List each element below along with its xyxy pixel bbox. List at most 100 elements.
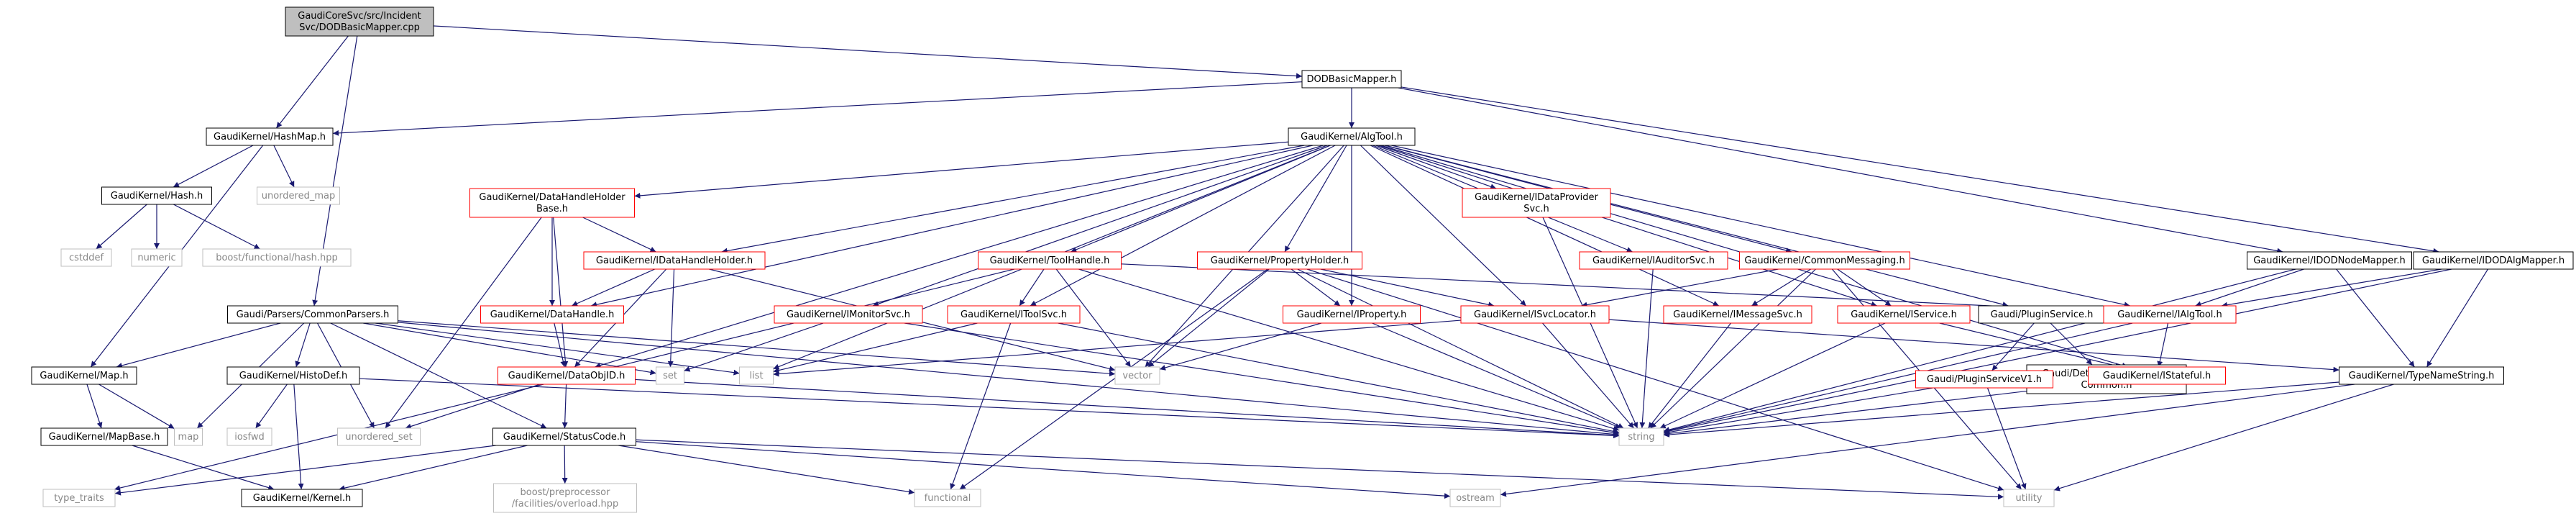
edge-root-to-hashmap: [275, 35, 349, 129]
node-box: [2003, 489, 2055, 507]
node-label: numeric: [137, 253, 175, 263]
graph-node-ostream: ostream: [1449, 489, 1501, 507]
graph-node-vector: vector: [1114, 366, 1160, 385]
node-label: set: [663, 371, 677, 381]
graph-node-imessagesvc[interactable]: GaudiKernel/IMessageSvc.h: [1663, 305, 1812, 324]
graph-node-functional: functional: [914, 489, 981, 507]
edge-statuscode-to-bpp: [562, 445, 568, 484]
node-box: [42, 489, 116, 507]
node-box: [914, 489, 981, 507]
graph-node-histodef[interactable]: GaudiKernel/HistoDef.h: [226, 366, 360, 385]
node-box: [1449, 489, 1501, 507]
node-label: GaudiKernel/Map.h: [40, 371, 128, 381]
edge-commonparsers-to-string: [398, 322, 1620, 438]
edge-itoolsvc-to-functional: [950, 322, 1012, 490]
node-box: [31, 366, 137, 385]
node-label: GaudiKernel/IMessageSvc.h: [1673, 309, 1802, 320]
graph-node-type_traits: type_traits: [42, 489, 116, 507]
node-label: GaudiKernel/HistoDef.h: [239, 371, 348, 381]
graph-node-mapbase[interactable]: GaudiKernel/MapBase.h: [40, 427, 168, 446]
graph-node-idodalg[interactable]: GaudiKernel/IDODAlgMapper.h: [2413, 251, 2574, 270]
node-label: GaudiKernel/AlgTool.h: [1301, 132, 1403, 142]
node-label: DODBasicMapper.h: [1307, 74, 1397, 85]
graph-node-typename[interactable]: GaudiKernel/TypeNameString.h: [2339, 366, 2504, 385]
edge-tooltandle-to-ialgtool: [1121, 263, 2104, 314]
node-label: Svc/DODBasicMapper.cpp: [299, 22, 420, 33]
node-label: GaudiKernel/DataHandle.h: [490, 309, 615, 320]
edge-algtool-to-ialgtool: [1391, 145, 2130, 308]
node-label: utility: [2016, 493, 2043, 504]
node-box: [1579, 251, 1728, 270]
edge-hashmap-to-unordered_map: [273, 145, 295, 188]
node-label: type_traits: [54, 493, 104, 504]
node-label: GaudiKernel/IToolSvc.h: [961, 309, 1067, 320]
node-label: GaudiKernel/ISvcLocator.h: [1474, 309, 1596, 320]
graph-node-algtool[interactable]: GaudiKernel/AlgTool.h: [1288, 127, 1416, 146]
graph-node-hash[interactable]: GaudiKernel/Hash.h: [101, 186, 212, 205]
node-label: GaudiKernel/DataObjID.h: [508, 371, 625, 381]
node-box: [978, 251, 1122, 270]
graph-node-root[interactable]: GaudiCoreSvc/src/IncidentSvc/DODBasicMap…: [285, 6, 434, 37]
graph-node-iauditor[interactable]: GaudiKernel/IAuditorSvc.h: [1579, 251, 1728, 270]
graph-node-commonmsg[interactable]: GaudiKernel/CommonMessaging.h: [1739, 251, 1910, 270]
edge-isvclocator-to-list: [773, 320, 1462, 377]
node-box: [774, 305, 923, 324]
edge-commonparsers-to-statuscode: [330, 322, 547, 429]
node-label: GaudiKernel/IProperty.h: [1297, 309, 1407, 320]
graph-node-map_h[interactable]: GaudiKernel/Map.h: [31, 366, 137, 385]
node-layer: GaudiCoreSvc/src/IncidentSvc/DODBasicMap…: [31, 6, 2574, 513]
edge-propholder-to-isvclocator: [1320, 268, 1495, 308]
graph-node-bpp: boost/preprocessor/facilities/overload.h…: [493, 483, 637, 513]
graph-node-psv1[interactable]: Gaudi/PluginServiceV1.h: [1915, 370, 2053, 389]
edge-imessagesvc-to-string: [1647, 322, 1732, 429]
node-box: [1283, 305, 1421, 324]
graph-node-datahandle[interactable]: GaudiKernel/DataHandle.h: [480, 305, 624, 324]
node-label: /facilities/overload.hpp: [512, 499, 618, 509]
edge-idodnode-to-ialgtool: [2195, 268, 2304, 307]
graph-node-dodbm[interactable]: DODBasicMapper.h: [1301, 70, 1402, 89]
node-box: [1301, 70, 1402, 89]
node-label: GaudiKernel/IDataProvider: [1475, 192, 1598, 203]
node-box: [1663, 305, 1812, 324]
graph-node-isvclocator[interactable]: GaudiKernel/ISvcLocator.h: [1460, 305, 1610, 324]
edge-tooltandle-to-string: [1078, 268, 1620, 432]
node-label: Base.h: [536, 204, 568, 214]
edge-itoolsvc-to-string: [1058, 322, 1620, 435]
node-label: boost/preprocessor: [521, 487, 611, 498]
edge-propholder-to-string: [1297, 268, 1624, 429]
graph-node-hashmap[interactable]: GaudiKernel/HashMap.h: [206, 127, 334, 146]
edge-itoolsvc-to-list: [773, 322, 978, 373]
node-box: [206, 127, 334, 146]
node-label: Svc.h: [1523, 204, 1549, 214]
graph-node-ialgtool[interactable]: GaudiKernel/IAlgTool.h: [2103, 305, 2237, 324]
graph-node-idhh[interactable]: GaudiKernel/IDataHandleHolder.h: [583, 251, 766, 270]
edge-iservice-to-istateful: [1939, 322, 2122, 369]
node-box: [493, 483, 637, 513]
edge-commonmsg-to-imessagesvc: [1751, 268, 1811, 307]
node-box: [227, 305, 398, 324]
graph-node-kernel[interactable]: GaudiKernel/Kernel.h: [241, 489, 363, 507]
edge-algtool-to-dhhb: [634, 141, 1289, 199]
graph-node-set: set: [656, 366, 684, 385]
graph-node-propholder[interactable]: GaudiKernel/PropertyHolder.h: [1197, 251, 1362, 270]
graph-node-commonparsers[interactable]: Gaudi/Parsers/CommonParsers.h: [227, 305, 398, 324]
node-box: [2413, 251, 2574, 270]
graph-node-pluginservice[interactable]: Gaudi/PluginService.h: [1978, 305, 2106, 324]
edge-tooltandle-to-vector: [1055, 268, 1132, 368]
graph-node-tooltandle[interactable]: GaudiKernel/ToolHandle.h: [978, 251, 1122, 270]
graph-node-idodnode[interactable]: GaudiKernel/IDODNodeMapper.h: [2247, 251, 2412, 270]
edge-idodnode-to-typename: [2336, 268, 2415, 368]
graph-node-itoolsvc[interactable]: GaudiKernel/IToolSvc.h: [947, 305, 1081, 324]
graph-node-iproperty[interactable]: GaudiKernel/IProperty.h: [1283, 305, 1421, 324]
graph-node-imonitor[interactable]: GaudiKernel/IMonitorSvc.h: [774, 305, 923, 324]
graph-node-istateful[interactable]: GaudiKernel/IStateful.h: [2088, 366, 2226, 385]
graph-node-statuscode[interactable]: GaudiKernel/StatusCode.h: [492, 427, 636, 446]
edge-propholder-to-iproperty: [1291, 268, 1341, 307]
node-label: map: [178, 432, 199, 443]
graph-node-dataobjid[interactable]: GaudiKernel/DataObjID.h: [498, 366, 636, 385]
edge-idodalg-to-ialgtool: [2221, 268, 2442, 308]
graph-node-iservice[interactable]: GaudiKernel/IService.h: [1837, 305, 1971, 324]
edge-map_h-to-mapbase: [86, 384, 103, 429]
